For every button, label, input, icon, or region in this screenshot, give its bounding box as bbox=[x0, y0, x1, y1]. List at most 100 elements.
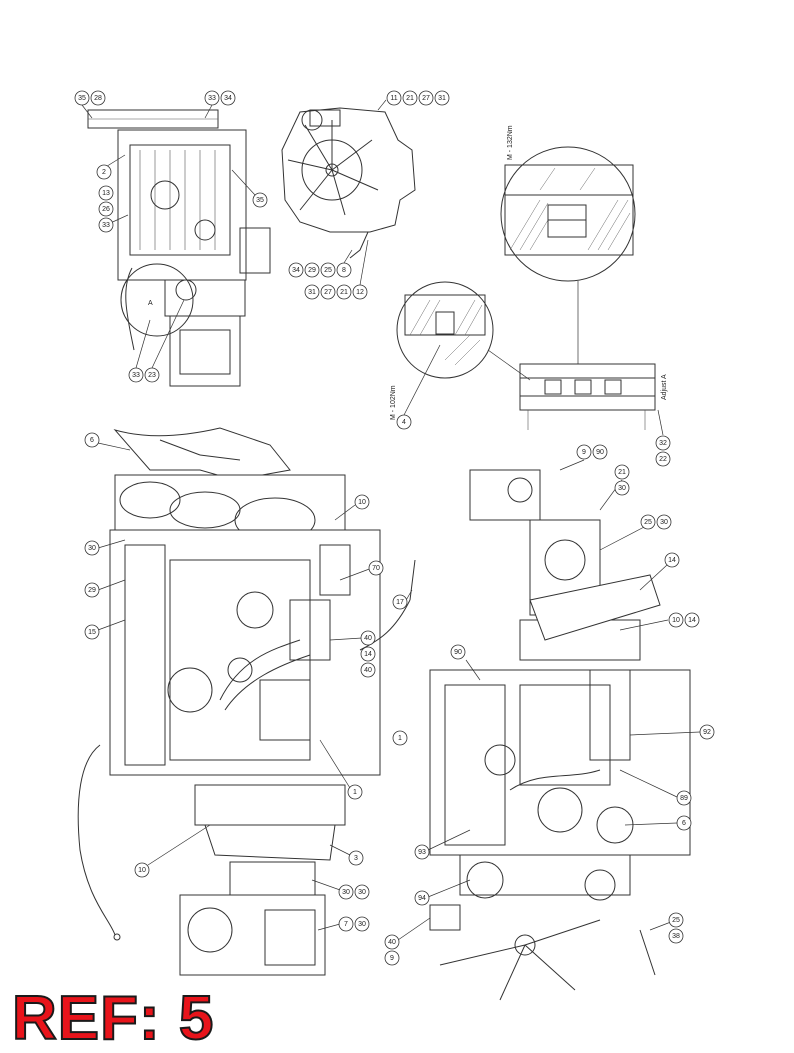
callout-balloon: 10 bbox=[134, 824, 211, 878]
callout-balloon: 25 bbox=[320, 262, 336, 278]
svg-text:40: 40 bbox=[364, 667, 372, 674]
callout-balloon: 93 bbox=[414, 829, 471, 860]
svg-text:33: 33 bbox=[102, 222, 110, 229]
callout-balloon: 21 bbox=[599, 464, 630, 511]
svg-text:90: 90 bbox=[596, 449, 604, 456]
svg-text:Adjust A: Adjust A bbox=[661, 374, 668, 400]
svg-text:4: 4 bbox=[402, 419, 406, 426]
callout-balloon: 9 bbox=[559, 444, 592, 471]
callout-balloon: 10 bbox=[619, 612, 684, 631]
callout-balloon: 7 bbox=[317, 916, 354, 932]
svg-text:3: 3 bbox=[354, 855, 358, 862]
svg-text:90: 90 bbox=[454, 649, 462, 656]
svg-text:40: 40 bbox=[364, 635, 372, 642]
callout-balloon: 2 bbox=[96, 154, 126, 180]
svg-text:38: 38 bbox=[672, 933, 680, 940]
callout-balloon: 15 bbox=[84, 619, 126, 640]
svg-text:27: 27 bbox=[422, 95, 430, 102]
callout-balloon: 21 bbox=[336, 284, 352, 300]
top-left-view: A bbox=[87, 109, 271, 387]
callout-balloon: 14 bbox=[639, 552, 680, 591]
svg-text:A: A bbox=[148, 300, 153, 307]
callout-balloon: 38 bbox=[668, 928, 684, 944]
svg-text:30: 30 bbox=[88, 545, 96, 552]
svg-text:30: 30 bbox=[660, 519, 668, 526]
callout-balloon: 4 bbox=[396, 344, 441, 430]
callout-balloon: 40 bbox=[329, 630, 376, 646]
callout-balloon: 30 bbox=[656, 514, 672, 530]
svg-text:30: 30 bbox=[618, 485, 626, 492]
callout-balloon: 94 bbox=[414, 879, 471, 906]
callout-balloon: 10 bbox=[334, 494, 370, 521]
callout-balloon: 29 bbox=[84, 579, 126, 598]
callout-balloon: 34 bbox=[220, 90, 236, 106]
svg-text:21: 21 bbox=[340, 289, 348, 296]
svg-text:70: 70 bbox=[372, 565, 380, 572]
svg-text:17: 17 bbox=[396, 599, 404, 606]
callout-balloon: 30 bbox=[354, 916, 370, 932]
callout-balloon: 1 bbox=[392, 730, 408, 746]
callouts: 35 28 33 34 2 13 26 33 35 33 23 11 21 27… bbox=[74, 90, 715, 966]
callout-balloon: 28 bbox=[90, 90, 106, 106]
svg-text:1: 1 bbox=[353, 789, 357, 796]
svg-text:21: 21 bbox=[406, 95, 414, 102]
callout-balloon: 17 bbox=[392, 589, 413, 610]
callout-balloon: 23 bbox=[144, 299, 185, 383]
svg-text:1: 1 bbox=[398, 735, 402, 742]
callout-balloon: 32 bbox=[655, 409, 671, 451]
callout-balloon: 9 bbox=[384, 950, 400, 966]
svg-text:30: 30 bbox=[358, 921, 366, 928]
svg-text:94: 94 bbox=[418, 895, 426, 902]
callout-balloon: 25 bbox=[599, 514, 656, 551]
callout-balloon: 90 bbox=[592, 444, 608, 460]
callout-balloon: 11 bbox=[377, 90, 402, 111]
callout-balloon: 1 bbox=[319, 739, 363, 800]
svg-text:28: 28 bbox=[94, 95, 102, 102]
callout-balloon: 27 bbox=[320, 284, 336, 300]
svg-text:92: 92 bbox=[703, 729, 711, 736]
svg-text:15: 15 bbox=[88, 629, 96, 636]
callout-balloon: 14 bbox=[684, 612, 700, 628]
svg-text:10: 10 bbox=[672, 617, 680, 624]
callout-balloon: 40 bbox=[360, 662, 376, 678]
callout-balloon: 34 bbox=[288, 262, 304, 278]
svg-text:31: 31 bbox=[438, 95, 446, 102]
callout-balloon: 33 bbox=[128, 319, 151, 383]
fan-blades bbox=[439, 919, 601, 1001]
svg-text:30: 30 bbox=[342, 889, 350, 896]
svg-text:33: 33 bbox=[132, 372, 140, 379]
callout-balloon: 8 bbox=[336, 249, 353, 278]
svg-text:23: 23 bbox=[148, 372, 156, 379]
detail-view: M - 132Nm M - 102Nm Adjust A bbox=[390, 125, 668, 430]
callout-balloon: 31 bbox=[304, 284, 320, 300]
svg-text:10: 10 bbox=[138, 867, 146, 874]
svg-text:34: 34 bbox=[292, 267, 300, 274]
svg-text:14: 14 bbox=[668, 557, 676, 564]
svg-text:21: 21 bbox=[618, 469, 626, 476]
svg-text:30: 30 bbox=[358, 889, 366, 896]
svg-text:9: 9 bbox=[390, 955, 394, 962]
callout-balloon: 13 bbox=[98, 185, 114, 201]
callout-balloon: 22 bbox=[655, 451, 671, 467]
svg-text:11: 11 bbox=[390, 95, 397, 102]
callout-balloon: 92 bbox=[629, 724, 715, 740]
callout-balloon: 30 bbox=[614, 480, 630, 496]
svg-text:89: 89 bbox=[680, 795, 688, 802]
callout-balloon: 3 bbox=[329, 844, 364, 866]
svg-text:6: 6 bbox=[682, 820, 686, 827]
callout-balloon: 31 bbox=[434, 90, 450, 106]
svg-text:26: 26 bbox=[102, 206, 110, 213]
svg-text:9: 9 bbox=[582, 449, 586, 456]
callout-balloon: 6 bbox=[624, 815, 692, 831]
svg-text:32: 32 bbox=[659, 440, 667, 447]
svg-text:14: 14 bbox=[688, 617, 696, 624]
svg-text:M - 102Nm: M - 102Nm bbox=[390, 385, 397, 420]
right-main-view bbox=[429, 469, 691, 1001]
callout-balloon: 30 bbox=[354, 884, 370, 900]
svg-text:34: 34 bbox=[224, 95, 232, 102]
top-center-view bbox=[281, 107, 416, 259]
svg-text:29: 29 bbox=[88, 587, 96, 594]
svg-text:29: 29 bbox=[308, 267, 316, 274]
callout-balloon: 33 bbox=[98, 214, 129, 233]
